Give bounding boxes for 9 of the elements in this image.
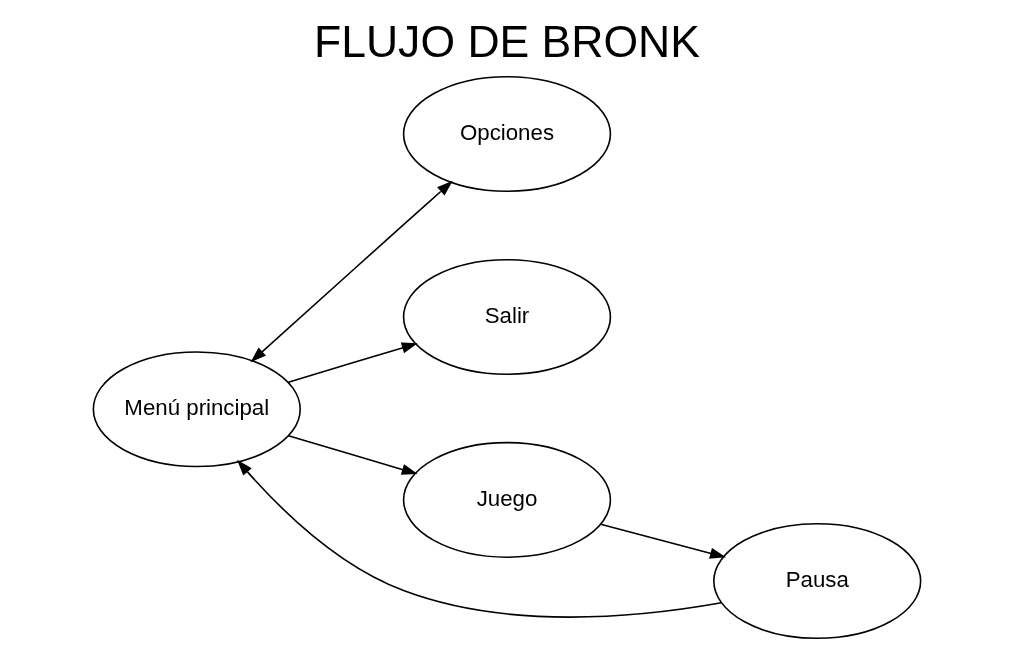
arrow bbox=[599, 523, 726, 559]
arrow bbox=[287, 435, 418, 475]
arrow bbox=[237, 459, 723, 618]
node-ellipse: Pausa bbox=[713, 522, 922, 640]
arrow bbox=[250, 180, 453, 363]
arrow bbox=[287, 342, 418, 383]
diagram-title: FLUJO DE BRONK bbox=[314, 16, 700, 66]
node-ellipse: Menú principal bbox=[92, 351, 301, 468]
node-ellipse: Opciones bbox=[402, 75, 612, 193]
